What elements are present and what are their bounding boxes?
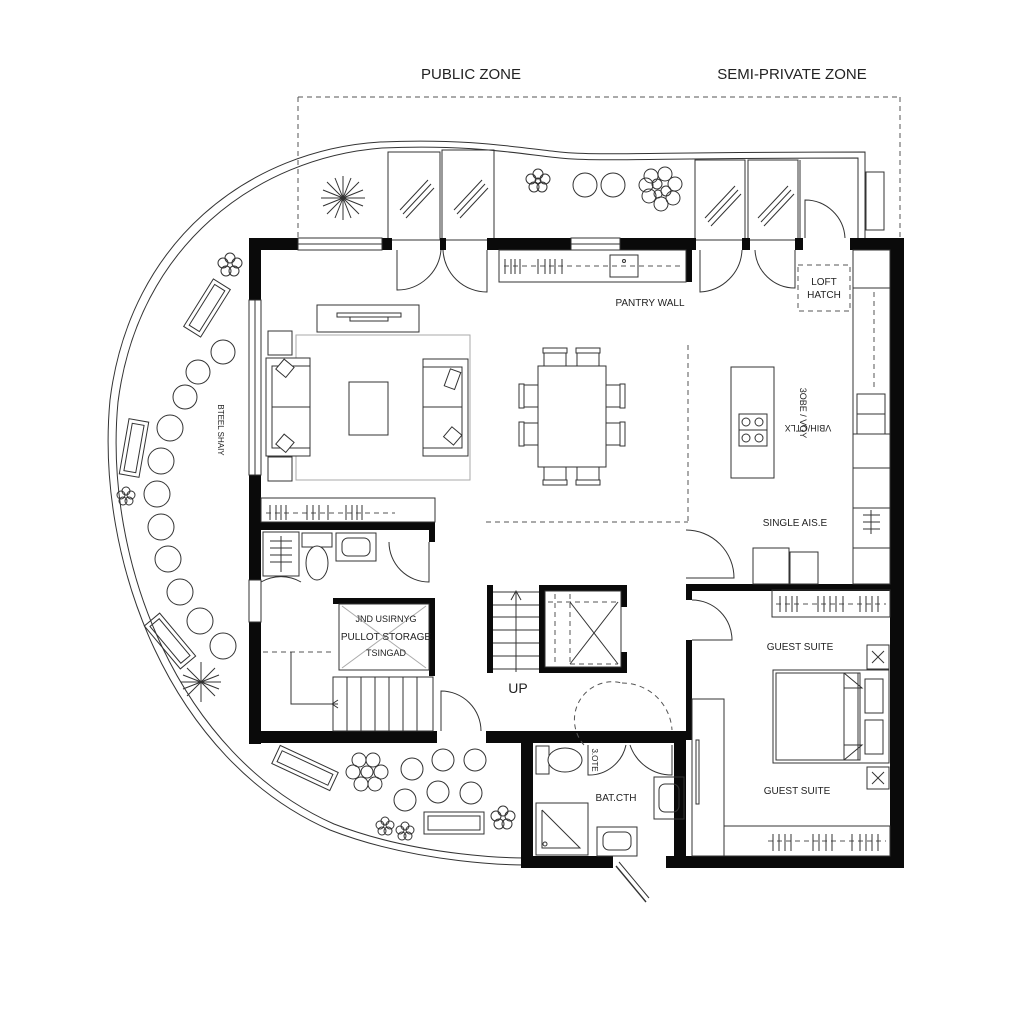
shower-tray — [535, 802, 589, 856]
loft-hatch: LOFT HATCH — [797, 264, 851, 312]
nightstand-icon — [866, 766, 890, 790]
sofa-right-icon — [422, 358, 469, 457]
rear-door[interactable] — [440, 690, 482, 732]
flower-icon — [217, 252, 243, 277]
side-garden-label: BTEEL SHAIY — [216, 404, 225, 456]
under-stair-storage: JND USIRNYG PULLOT STORAGE TSINGAD — [263, 603, 432, 671]
bathroom: 3.OTE BAT.CTH — [535, 681, 685, 903]
flower-icon — [525, 168, 551, 193]
patio-glazing — [387, 149, 801, 241]
zone-boundary — [297, 96, 901, 240]
dining-table — [518, 347, 626, 486]
svg-text:PULLOT STORAGE: PULLOT STORAGE — [341, 632, 432, 643]
tv-console — [316, 304, 420, 333]
cooktop-icon — [738, 413, 768, 447]
shrub-icon — [345, 752, 389, 792]
kitchen: VBIH/CTLX 3OBE / VOY SINGLE AIS.E — [730, 249, 891, 585]
powder-room — [260, 497, 436, 622]
shrub-icon — [638, 166, 683, 212]
corridor-door[interactable] — [685, 529, 735, 579]
planter-pot-icon — [600, 172, 626, 198]
svg-text:LOFT: LOFT — [811, 277, 837, 288]
sink-icon — [602, 831, 632, 851]
powder-room-door[interactable] — [388, 541, 430, 583]
exterior-walls — [249, 238, 904, 868]
coffee-table — [348, 381, 389, 436]
planter-box-icon — [182, 278, 232, 338]
flower-icon — [395, 821, 415, 841]
toilet-icon — [547, 747, 583, 773]
pantry-wall-cabinet — [498, 249, 687, 283]
kitchen-label-line1: VBIH/CTLX — [785, 423, 832, 433]
kitchen-label-line2: 3OBE / VOY — [798, 388, 808, 439]
kitchen-counter — [852, 249, 891, 585]
semi-private-zone-label: SEMI-PRIVATE ZONE — [717, 66, 866, 83]
guest-suite-door[interactable] — [691, 599, 733, 641]
planter-pot-icon — [572, 172, 598, 198]
main-stair[interactable]: UP — [493, 589, 539, 696]
svg-text:TSINGAD: TSINGAD — [366, 648, 407, 658]
garden-planting-top — [321, 166, 683, 220]
bathroom-label: BAT.CTH — [596, 793, 637, 804]
sink-icon — [609, 254, 639, 278]
guest-suite: GUEST SUITE GUEST SUITE — [691, 589, 891, 857]
flower-icon — [490, 805, 516, 830]
sofa-left-icon — [265, 357, 311, 457]
bathroom-door[interactable] — [615, 865, 647, 903]
entry-doors[interactable] — [396, 199, 846, 293]
wardrobe — [691, 698, 725, 857]
svg-text:3.OTE: 3.OTE — [590, 748, 599, 771]
kitchen-island — [730, 366, 775, 479]
flower-icon — [375, 816, 395, 836]
public-zone-label: PUBLIC ZONE — [421, 66, 521, 83]
nightstand-icon — [866, 644, 890, 670]
pantry-wall-label: PANTRY WALL — [615, 298, 685, 309]
stair-up-label: UP — [508, 680, 527, 696]
svg-text:HATCH: HATCH — [807, 290, 841, 301]
living-room — [265, 304, 471, 482]
sink-icon — [341, 537, 371, 557]
sink-icon — [658, 783, 680, 813]
flower-icon — [116, 486, 136, 506]
spiky-plant-icon — [181, 662, 221, 702]
single-aisle-label: SINGLE AIS.E — [763, 518, 828, 529]
guest-suite-label-bottom: GUEST SUITE — [764, 786, 831, 797]
spiky-plant-icon — [321, 176, 365, 220]
dining-zone-dashed — [486, 345, 689, 523]
guest-suite-label-top: GUEST SUITE — [767, 642, 834, 653]
bed-icon — [772, 669, 890, 764]
garden-planting-left: BTEEL SHAIY — [116, 252, 243, 702]
toilet-icon — [305, 545, 329, 581]
curved-garden-wall — [107, 140, 885, 866]
lift-shaft — [544, 590, 622, 668]
svg-text:JND USIRNYG: JND USIRNYG — [355, 614, 416, 624]
basement-stair — [290, 652, 482, 732]
garden-planting-bottom — [271, 744, 516, 841]
sink-icon — [789, 551, 819, 585]
